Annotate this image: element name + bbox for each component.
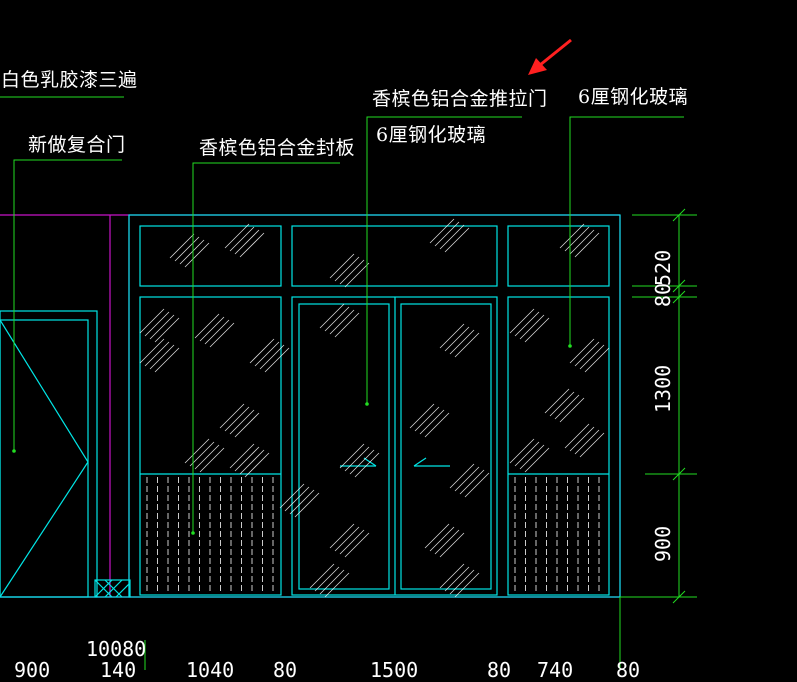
- glass-right-label: 6厘钢化玻璃: [578, 86, 689, 108]
- dim-bottom-740: 740: [537, 658, 574, 682]
- cladding-label: 香槟色铝合金封板: [199, 137, 356, 159]
- dim-bottom-1500: 1500: [370, 658, 419, 682]
- dim-900: 900: [651, 525, 675, 562]
- dim-bottom-900: 900: [14, 658, 51, 682]
- dim-1300: 1300: [651, 364, 675, 413]
- dimension-ticks: [672, 208, 686, 604]
- sliding-door-label: 香槟色铝合金推拉门: [372, 88, 548, 110]
- window-door-frames: [0, 214, 621, 598]
- dim-bottom-80a: 80: [273, 658, 298, 682]
- glass-left-label: 6厘钢化玻璃: [376, 124, 487, 146]
- dim-bottom-80c: 80: [616, 658, 641, 682]
- dim-10080: 10080: [86, 637, 147, 661]
- new-door-label: 新做复合门: [28, 134, 126, 156]
- leader-dots: [12, 344, 572, 535]
- wall-lines: [0, 214, 621, 598]
- dim-bottom-140: 140: [100, 658, 137, 682]
- dim-520: 520: [651, 249, 675, 286]
- glass-hatch-marks: [139, 218, 610, 598]
- leader-lines: [0, 96, 697, 670]
- red-arrow-icon: [528, 38, 572, 75]
- dim-bottom-1040: 1040: [186, 658, 235, 682]
- wall-finish-label: 白色乳胶漆三遍: [1, 69, 138, 91]
- dim-80: 80: [651, 282, 675, 307]
- dim-bottom-80b: 80: [487, 658, 512, 682]
- cladding-slats: [146, 477, 600, 594]
